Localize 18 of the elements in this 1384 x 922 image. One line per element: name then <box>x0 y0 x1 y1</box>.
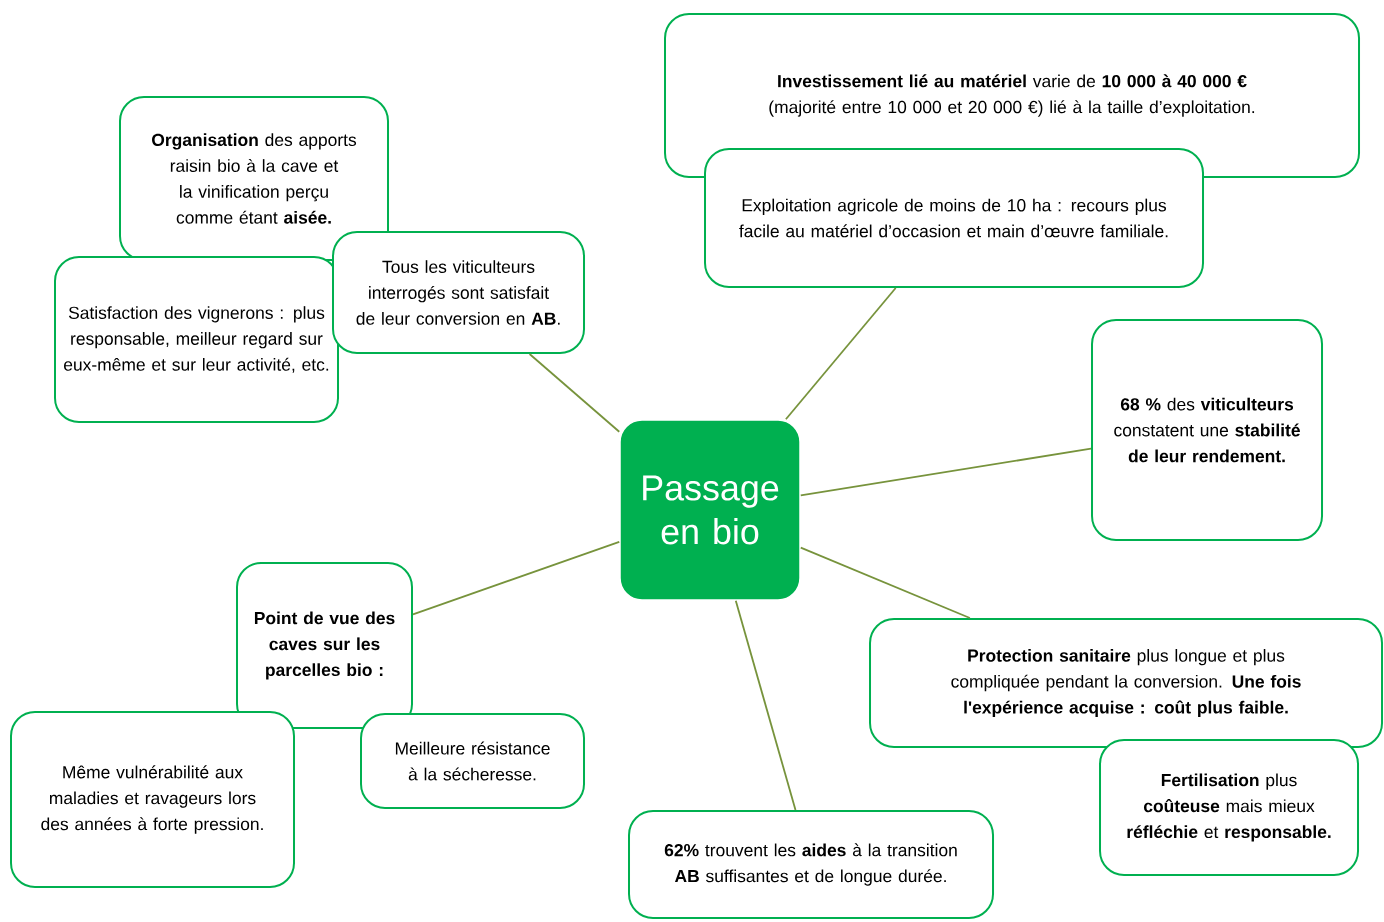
note-box: Satisfaction des vignerons : plus responsable, meilleur regard sur eux-même et sur leur activité, etc. <box>54 256 339 423</box>
note-box: Meilleure résistance à la sécheresse. <box>360 713 585 809</box>
note-box: Tous les viticulteurs interrogés sont satisfait de leur conversion en AB. <box>332 231 585 354</box>
connector-line <box>785 287 897 421</box>
note-box: 62% trouvent les aides à la transition AB suffisantes et de longue durée. <box>628 810 994 919</box>
note-box: Protection sanitaire plus longue et plus compliquée pendant la conversion. Une fois l'expérience acquise : coût plus faible. <box>869 618 1383 748</box>
connector-line <box>799 546 971 619</box>
note-box: Organisation des apports raisin bio à la cave et la vinification perçu comme étant aisée. <box>119 96 389 261</box>
note-box: 68 % des viticulteurs constatent une stabilité de leur rendement. <box>1091 319 1323 541</box>
connector-line <box>799 447 1092 497</box>
connector-line <box>734 599 797 811</box>
note-box: Point de vue des caves sur les parcelles bio : <box>236 562 413 729</box>
note-box: Fertilisation plus coûteuse mais mieux réfléchie et responsable. <box>1099 739 1359 876</box>
topic-box: Passage en bio <box>619 419 801 601</box>
note-box: Exploitation agricole de moins de 10 ha : recours plus facile au matériel d’occasion et main d’œuvre familiale. <box>704 148 1204 288</box>
connector-line <box>528 353 621 433</box>
note-box: Même vulnérabilité aux maladies et ravageurs lors des années à forte pression. <box>10 711 295 888</box>
connector-line <box>412 540 621 616</box>
